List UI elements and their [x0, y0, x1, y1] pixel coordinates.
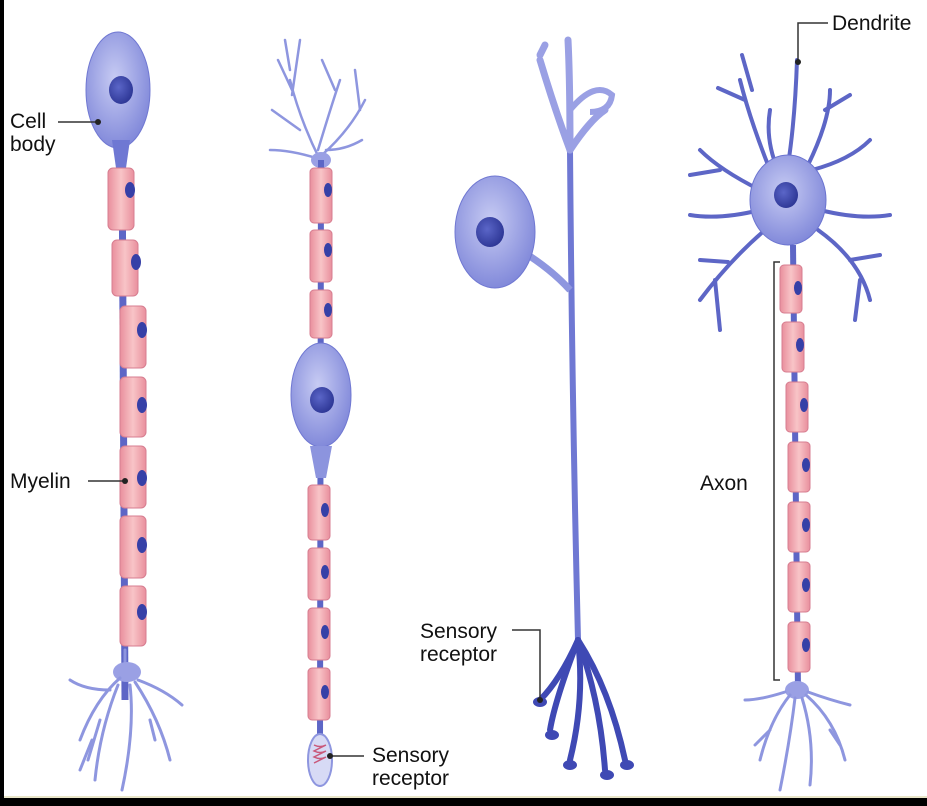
neuron-3-nucleus — [476, 217, 504, 247]
cell-body-label: Cell body — [10, 110, 56, 156]
neuron-2-sensory-receptor-capsule — [308, 734, 332, 786]
neuron-1-axon-hillock — [112, 140, 130, 168]
dendrite-leader — [798, 23, 828, 62]
neuron-4-nucleus — [774, 182, 798, 208]
neuron-2-dendrites — [270, 40, 365, 160]
myelin-label: Myelin — [10, 470, 71, 493]
neuron-1-bipolar — [70, 32, 182, 790]
neuron-3-axon-main — [570, 150, 578, 640]
sensory-receptor-bottom-label: Sensory receptor — [372, 744, 449, 790]
neuron-4-multipolar — [690, 55, 890, 790]
myelin-sheath — [108, 168, 134, 230]
axon-label: Axon — [700, 472, 748, 495]
neuron-1-nucleus — [109, 76, 133, 104]
neuron-2-sensory — [270, 40, 365, 786]
bottom-frame-edge — [0, 798, 927, 806]
neuron-2-axon-hillock — [310, 446, 332, 478]
neuron-2-nucleus — [310, 387, 334, 413]
dendrite-label: Dendrite — [832, 12, 911, 35]
neuron-1-axon-terminals — [70, 650, 182, 790]
neuron-3-top-branches — [540, 40, 605, 150]
neuron-3-terminal-loop — [570, 90, 612, 112]
sensory-receptor-mid-leader — [512, 630, 540, 700]
neuron-3-receptor-terminals — [540, 640, 625, 770]
neuron-3-pseudounipolar — [455, 40, 634, 780]
axon-bracket — [774, 262, 780, 680]
sensory-receptor-mid-label: Sensory receptor — [420, 620, 497, 666]
neuron-4-axon-terminals — [745, 681, 850, 790]
